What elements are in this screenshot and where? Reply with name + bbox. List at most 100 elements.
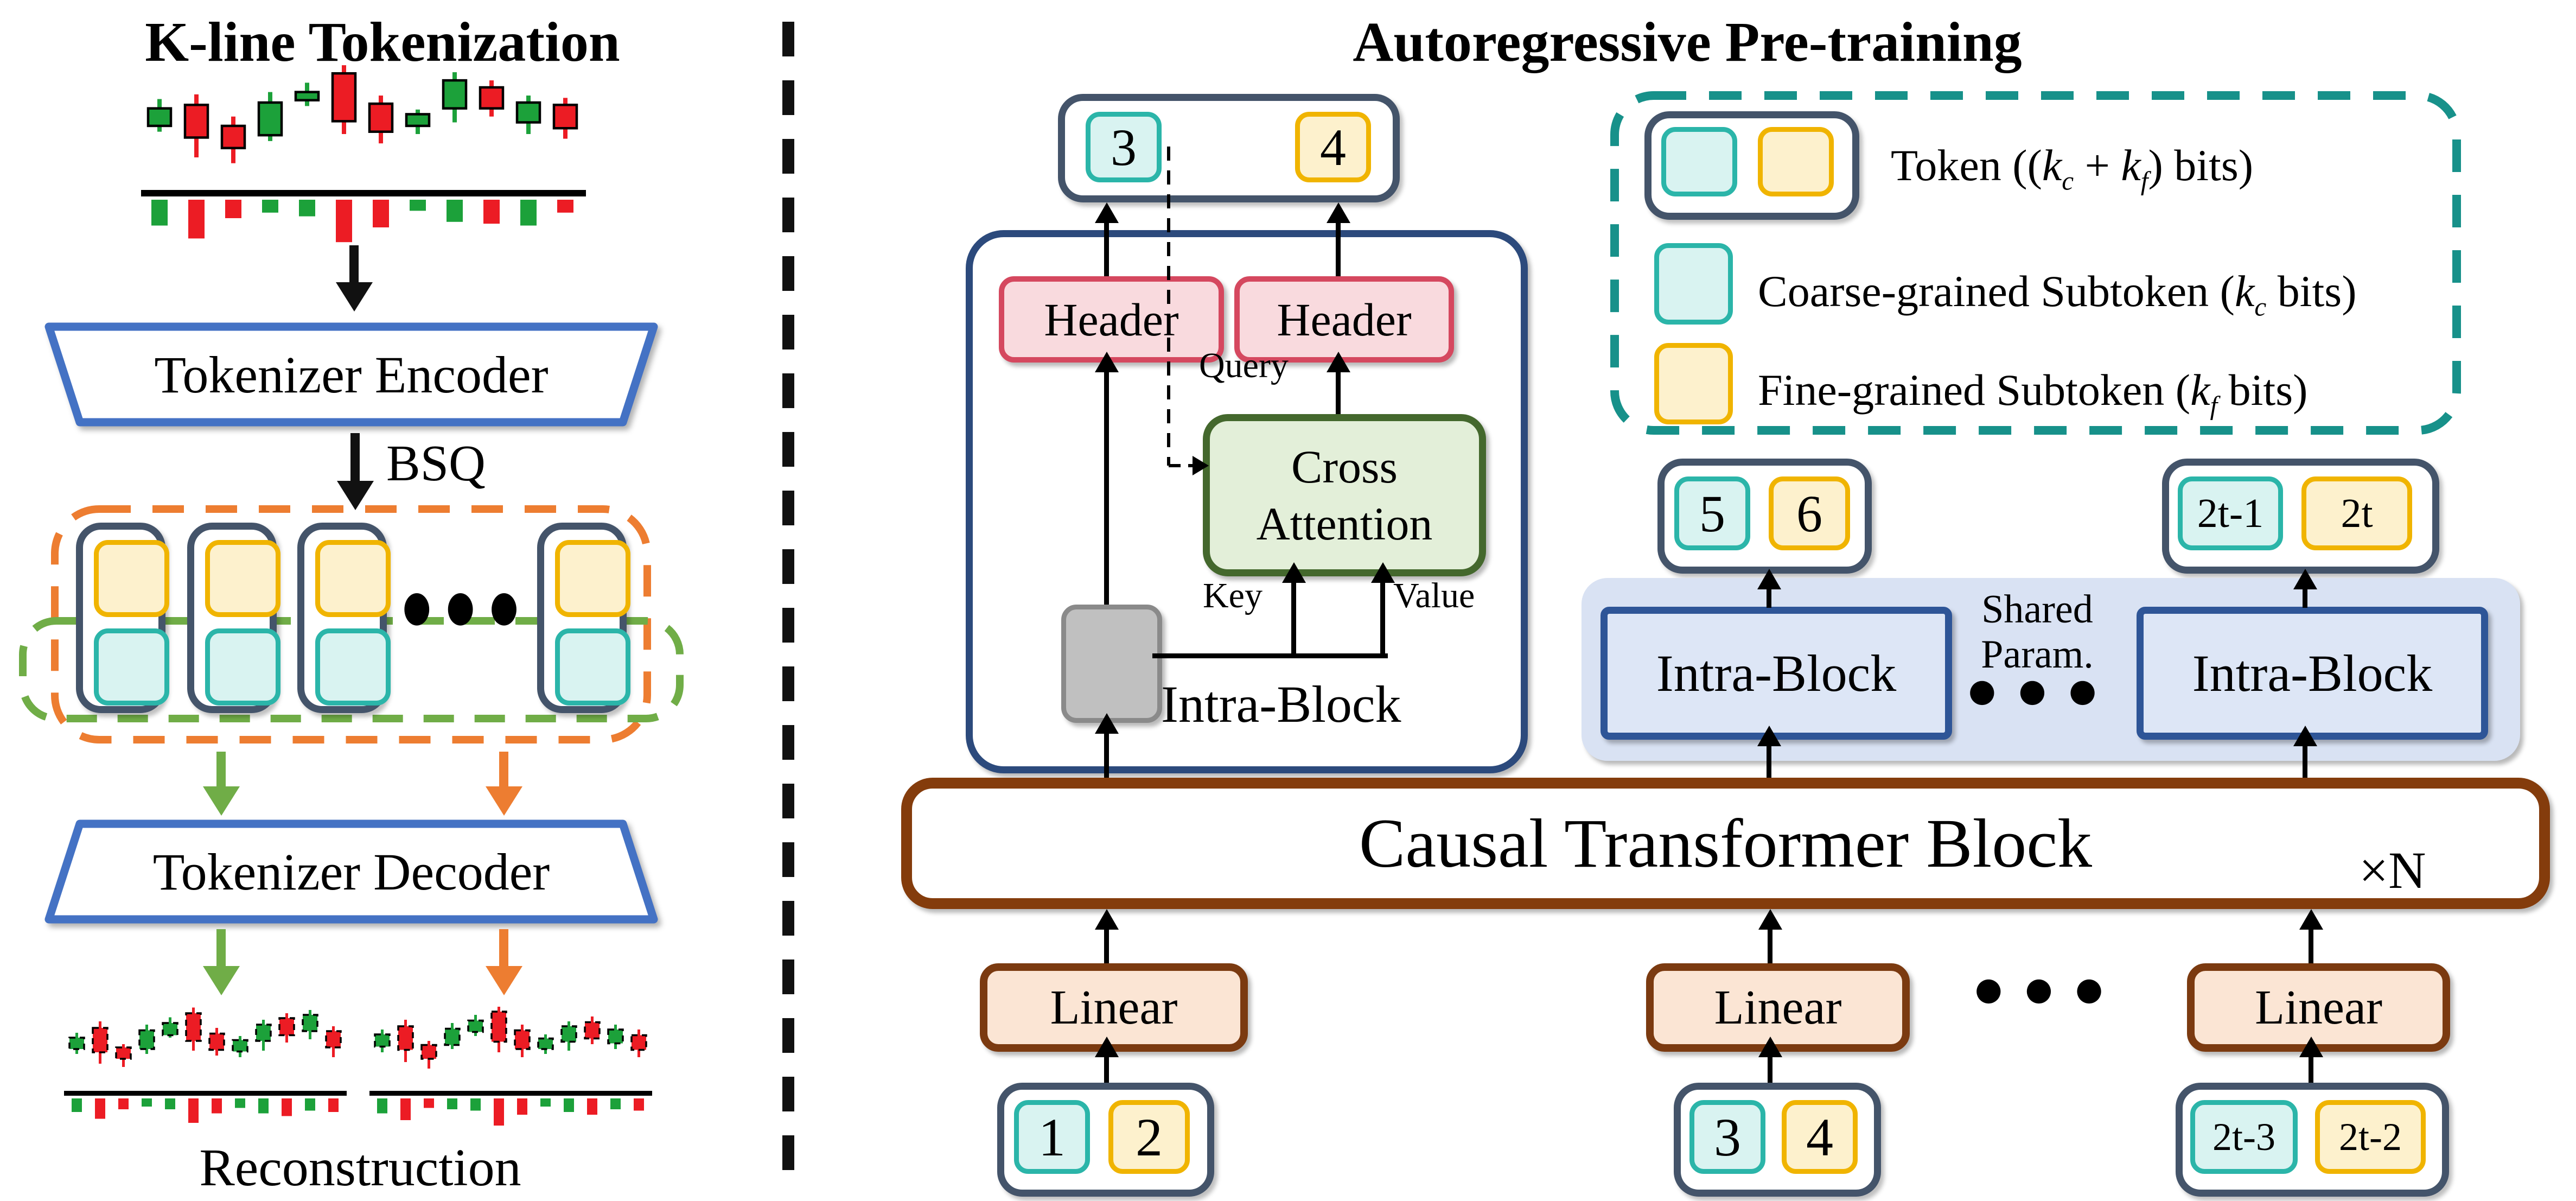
- token-value: 2: [1136, 1107, 1163, 1167]
- cross-attention-label: Cross: [1291, 440, 1398, 493]
- input-token-pair: 3 4: [1674, 1083, 1881, 1197]
- fine-subtoken: [315, 540, 391, 617]
- fine-subtoken: 2t: [2301, 476, 2412, 550]
- legend-text: bits): [2266, 266, 2357, 316]
- fine-subtoken: 6: [1769, 476, 1850, 550]
- legend-text: +: [2074, 141, 2121, 190]
- arrow-linear-to-causal: [1758, 909, 1783, 963]
- key-value-line: [1152, 653, 1388, 658]
- legend-text: Coarse-grained Subtoken (: [1758, 266, 2235, 316]
- arrow-attention-to-header: [1326, 352, 1351, 414]
- down-arrow-icon: [334, 245, 374, 312]
- token-pair: [297, 523, 391, 713]
- fine-flow-arrow-icon: [484, 752, 524, 816]
- fine-subtoken: [555, 540, 630, 617]
- fine-subtoken: 2: [1108, 1100, 1190, 1174]
- query-label: Query: [1199, 346, 1289, 385]
- fine-subtoken: [205, 540, 280, 617]
- token-pair: [76, 523, 169, 713]
- arrow-key: [1281, 562, 1306, 656]
- panel-separator: [782, 22, 794, 1183]
- k-variable: k: [2190, 365, 2210, 415]
- shared-label-line: Param.: [1981, 632, 2094, 677]
- kline-chart: [141, 65, 586, 243]
- bsq-arrow-icon: [335, 433, 375, 510]
- output-token-pair: 3 4: [1058, 94, 1400, 202]
- legend-token-icon: [1644, 111, 1859, 220]
- linear-label: Linear: [2255, 981, 2382, 1034]
- legend-coarse-icon: [1654, 243, 1733, 325]
- legend-text: ) bits): [2148, 141, 2254, 190]
- arrow-intra-to-token: [1757, 569, 1782, 608]
- tokenizer-encoder-label: Tokenizer Encoder: [154, 345, 549, 404]
- header-label: Header: [1044, 293, 1179, 346]
- linear-box: Linear: [1646, 963, 1910, 1052]
- token-value: 2t-1: [2197, 490, 2264, 536]
- coarse-subtoken-outline: [19, 617, 684, 722]
- intra-block-label: Intra-Block: [2192, 644, 2433, 702]
- output-token-pair: 2t-1 2t: [2162, 459, 2439, 574]
- k-variable: k: [2042, 141, 2062, 190]
- token-value: 1: [1038, 1107, 1066, 1167]
- k-subscript: c: [2254, 291, 2267, 322]
- token-value: 2t-3: [2212, 1115, 2275, 1159]
- shared-label-line: Shared: [1981, 587, 2093, 632]
- token-value: 6: [1796, 484, 1822, 543]
- fine-subtoken: 4: [1782, 1100, 1858, 1174]
- k-subscript: f: [2210, 390, 2218, 421]
- legend-outline: [1610, 91, 2461, 435]
- coarse-subtoken: 2t-3: [2190, 1100, 2298, 1174]
- ar-panel-title: Autoregressive Pre-training: [1353, 11, 2022, 73]
- kline-panel-title: K-line Tokenization: [145, 11, 620, 73]
- output-token-pair: 5 6: [1657, 459, 1872, 574]
- fine-subtoken: [1758, 127, 1834, 196]
- header-box-left: Header: [999, 276, 1224, 363]
- token-value: 2t-2: [2339, 1115, 2402, 1159]
- causal-transformer-label: Causal Transformer Block: [1359, 804, 2092, 882]
- repeat-count-label: ×N: [2359, 841, 2426, 899]
- hidden-state-box: [1061, 605, 1162, 723]
- coarse-subtoken: [205, 628, 280, 706]
- coarse-subtoken: [315, 628, 391, 706]
- token-pair: [187, 523, 280, 713]
- arrow-intra-to-token: [2293, 569, 2318, 608]
- bsq-label: BSQ: [386, 435, 486, 492]
- arrow-linear-to-causal: [1094, 909, 1119, 963]
- coarse-flow-arrow-icon: [201, 752, 241, 816]
- coarse-subtoken: 5: [1674, 476, 1750, 550]
- legend-token-label: Token ((kc + kf) bits): [1891, 140, 2253, 196]
- fine-subtoken: [94, 540, 169, 617]
- k-variable: k: [2234, 266, 2255, 316]
- value-label: Value: [1393, 576, 1475, 615]
- fine-subtoken: 4: [1295, 112, 1371, 182]
- reconstruction-label: Reconstruction: [199, 1139, 521, 1197]
- cross-attention-box: Cross Attention: [1203, 414, 1486, 576]
- arrow-header-to-token: [1094, 202, 1119, 276]
- legend-text: bits): [2217, 365, 2308, 415]
- intra-block-right: Intra-Block: [2137, 607, 2488, 740]
- causal-transformer-block: Causal Transformer Block: [901, 778, 2550, 909]
- header-box-right: Header: [1234, 276, 1454, 363]
- query-dashed-path: [1167, 147, 1209, 475]
- cross-attention-label: Attention: [1256, 497, 1433, 550]
- intra-block-label: Intra-Block: [1656, 644, 1897, 702]
- token-pair: [537, 523, 630, 713]
- input-token-pair: 2t-3 2t-2: [2176, 1083, 2449, 1197]
- token-value: 5: [1699, 484, 1725, 543]
- k-subscript: c: [2062, 166, 2074, 196]
- coarse-subtoken: [555, 628, 630, 706]
- fine-output-arrow-icon: [484, 929, 524, 995]
- legend-text: Token ((: [1891, 141, 2042, 190]
- legend-fine-label: Fine-grained Subtoken (kf bits): [1758, 365, 2307, 421]
- arrow-causal-to-state: [1094, 713, 1119, 778]
- shared-param-label: Shared Param.: [1929, 587, 2146, 677]
- ellipsis: ●●●: [1968, 672, 2119, 709]
- arrow-token-to-linear: [1758, 1037, 1783, 1083]
- ellipsis: ●●●: [1975, 970, 2126, 1007]
- coarse-subtoken: [94, 628, 169, 706]
- arrow-value: [1370, 562, 1395, 656]
- k-subscript: f: [2140, 166, 2148, 196]
- legend-text: Fine-grained Subtoken (: [1758, 365, 2191, 415]
- linear-label: Linear: [1714, 981, 1842, 1034]
